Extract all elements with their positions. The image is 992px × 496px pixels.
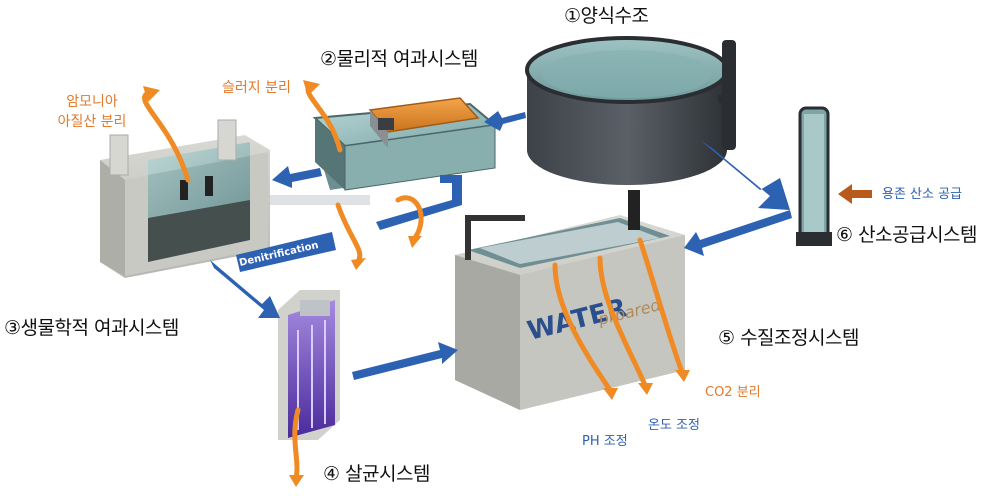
oxygen-column bbox=[796, 108, 832, 246]
ammonia-label-line2: 아질산 분리 bbox=[46, 111, 138, 131]
filter-drop-arrow-1 bbox=[338, 205, 360, 262]
sterilizer-drain-arrow bbox=[295, 410, 298, 478]
flow-arrow-oxygen-to-conditioning bbox=[684, 210, 792, 256]
culture-tank bbox=[527, 38, 736, 185]
step2-label: ②물리적 여과시스템 bbox=[320, 44, 478, 71]
oxygen-supply-label: 용존 산소 공급 bbox=[882, 183, 962, 202]
physical-filter-unit bbox=[315, 98, 495, 190]
sterilizer-unit bbox=[278, 290, 340, 440]
flow-arrow-tank-to-oxygen bbox=[700, 140, 790, 210]
step1-label: ①양식수조 bbox=[564, 1, 648, 28]
step6-label: ⑥ 산소공급시스템 bbox=[836, 220, 977, 247]
sludge-label: 슬러지 분리 bbox=[222, 77, 291, 97]
ammonia-label-line1: 암모니아 bbox=[46, 91, 138, 111]
flow-arrow-filter-to-bio bbox=[272, 166, 322, 188]
step3-label: ③생물학적 여과시스템 bbox=[4, 313, 179, 340]
step5-label: ⑤ 수질조정시스템 bbox=[718, 323, 859, 350]
oxygen-input-arrow bbox=[838, 184, 872, 204]
flow-arrow-sterilizer-to-conditioning bbox=[352, 342, 458, 380]
temperature-adjust-label: 온도 조정 bbox=[648, 414, 700, 433]
step4-label: ④ 살균시스템 bbox=[323, 459, 430, 486]
co2-removal-label: CO2 분리 bbox=[705, 381, 761, 400]
ph-adjust-label: PH 조정 bbox=[582, 430, 628, 449]
